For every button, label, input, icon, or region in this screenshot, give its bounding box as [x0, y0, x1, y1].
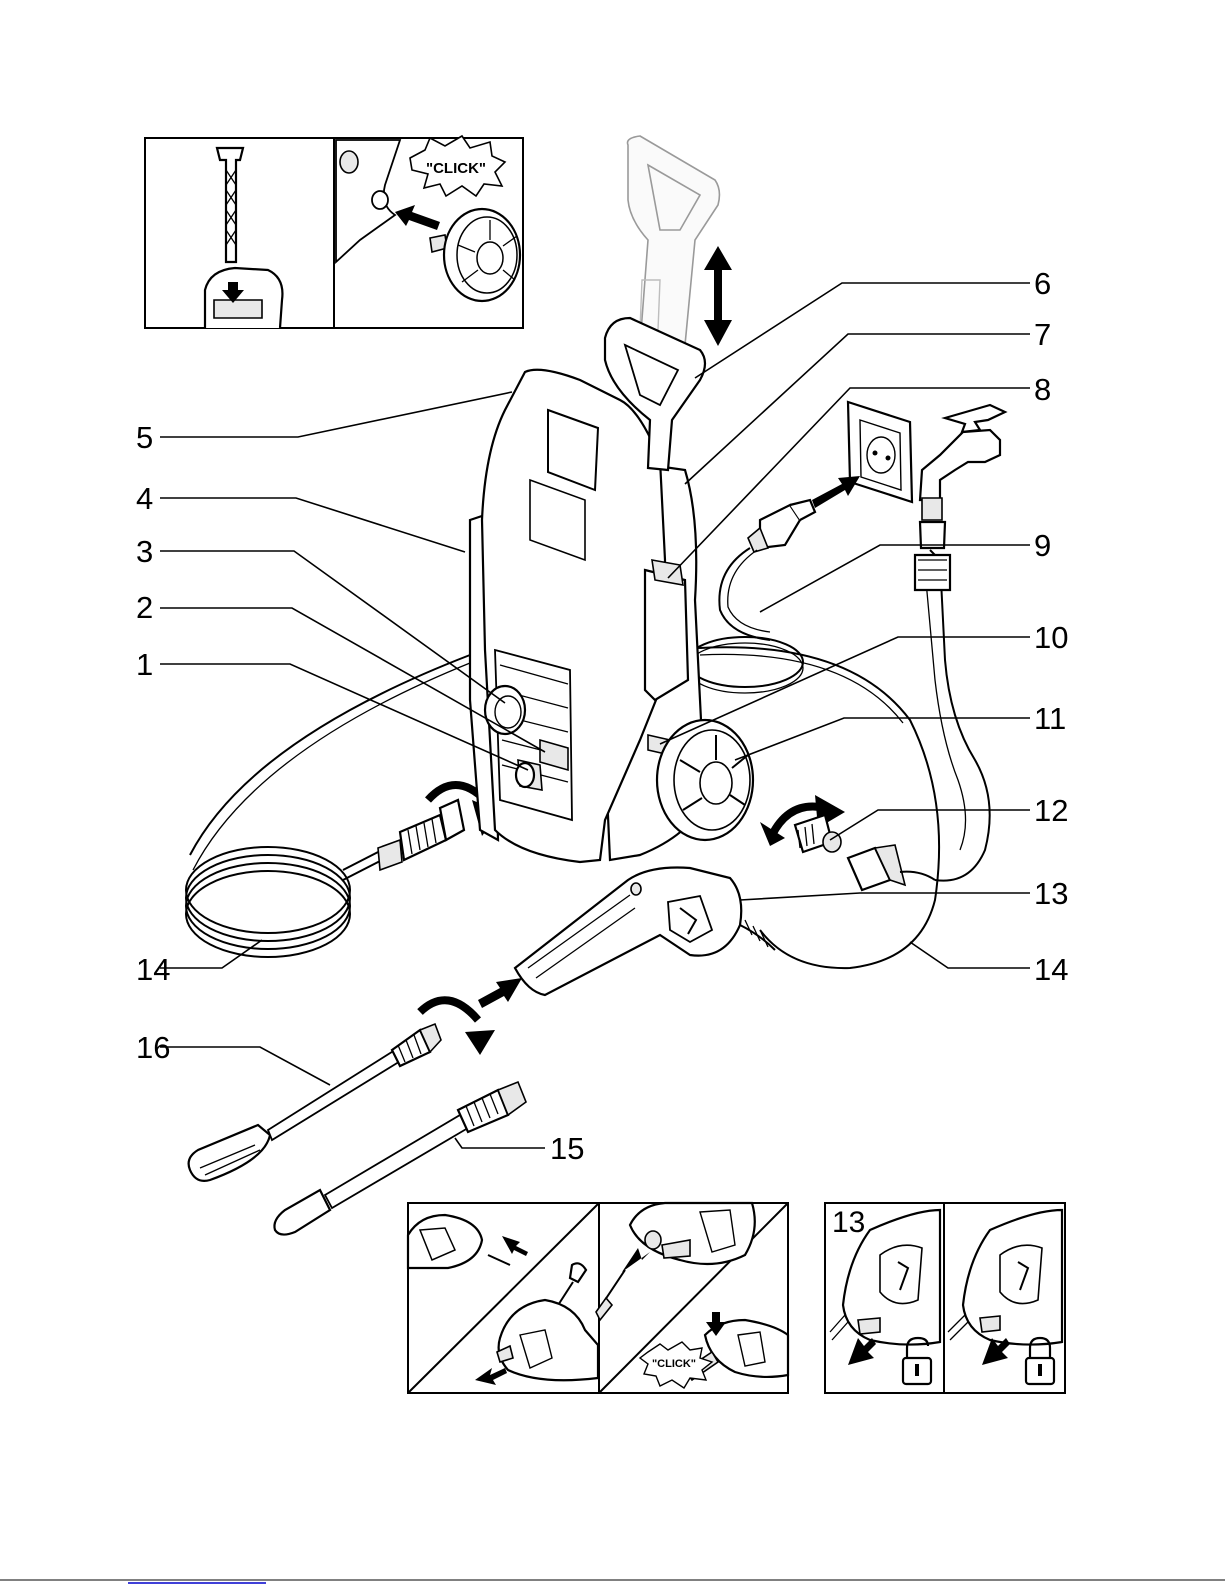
callout-14-left: 14: [136, 952, 170, 987]
handle-raised-ghost: [628, 136, 720, 345]
callout-16: 16: [136, 1030, 170, 1065]
trigger-gun: [515, 868, 775, 996]
hose-connector-left: [378, 800, 464, 870]
power-cable: [719, 548, 770, 640]
garden-hose-coupling: [848, 845, 935, 890]
water-tap-icon: [920, 405, 1005, 548]
gun-click-label: "CLICK": [652, 1358, 696, 1370]
callout-10: 10: [1034, 620, 1068, 655]
callout-11: 11: [1034, 701, 1066, 736]
garden-hose: [915, 550, 990, 881]
callout-4: 4: [136, 481, 153, 516]
callout-3: 3: [136, 534, 153, 569]
inset-top-left: "CLICK": [145, 136, 523, 328]
callout-14-right: 14: [1034, 952, 1068, 987]
power-plug: [748, 476, 860, 552]
water-inlet-coupling: [795, 815, 841, 852]
callout-9: 9: [1034, 528, 1051, 563]
inset-trigger-lock: 13: [825, 1203, 1065, 1393]
callout-15: 15: [550, 1131, 584, 1166]
callout-2: 2: [136, 590, 153, 625]
power-socket-icon: [848, 402, 912, 502]
inset-gun-assembly: "CLICK": [408, 1203, 788, 1393]
lock-panel-label: 13: [832, 1206, 865, 1239]
callout-8: 8: [1034, 372, 1051, 407]
callout-6: 6: [1034, 266, 1051, 301]
callout-12: 12: [1034, 793, 1068, 828]
insert-arrow-icon: [478, 978, 522, 1008]
plug-arrow-icon: [812, 476, 860, 508]
wheel-click-label: "CLICK": [426, 160, 486, 177]
callout-1: 1: [136, 647, 153, 682]
callout-5: 5: [136, 420, 153, 455]
callout-13: 13: [1034, 876, 1068, 911]
callout-7: 7: [1034, 317, 1051, 352]
handle-adjust-arrow-icon: [704, 246, 732, 346]
